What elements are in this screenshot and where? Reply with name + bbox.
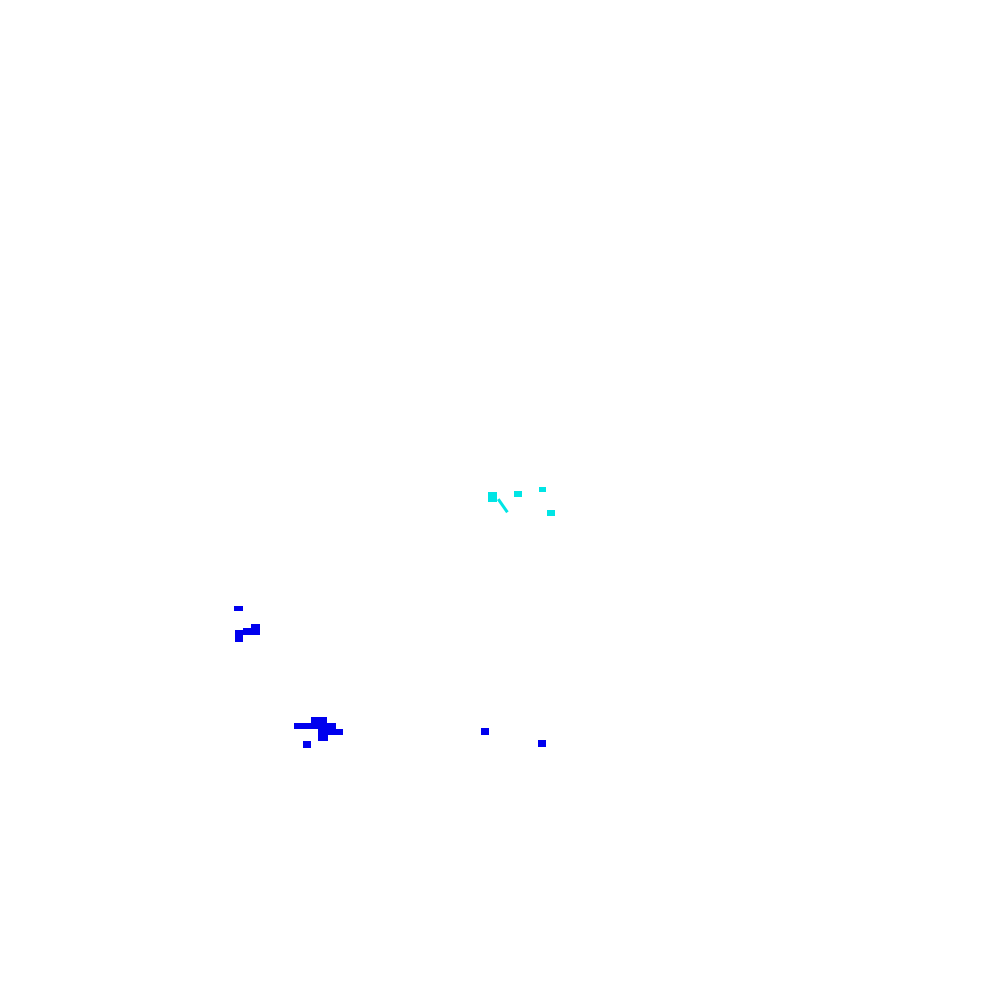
blue-mark: [538, 740, 546, 747]
blue-mark: [318, 728, 328, 741]
cyan-mark: [539, 487, 546, 492]
cyan-mark: [547, 510, 555, 516]
cyan-mark: [488, 492, 497, 502]
blue-mark: [294, 723, 336, 729]
blue-mark: [311, 717, 327, 725]
blue-mark: [235, 630, 243, 642]
blue-mark: [325, 729, 343, 735]
cyan-mark: [514, 491, 522, 497]
cyan-mark: [497, 498, 509, 514]
blue-mark: [303, 741, 311, 748]
blue-mark: [243, 628, 253, 635]
blue-mark: [251, 624, 260, 635]
blue-mark: [234, 606, 243, 611]
blue-mark: [481, 728, 489, 735]
